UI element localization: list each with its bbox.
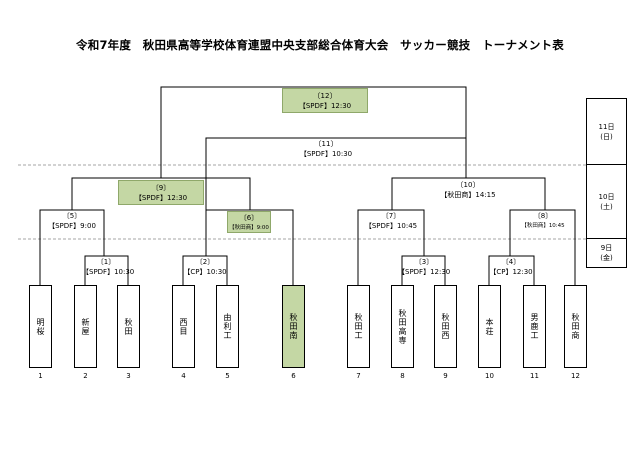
match-5-label: 〔5〕【SPDF】9:00: [48, 212, 96, 230]
day-box-10: 10日(土): [586, 165, 627, 239]
bracket-line-m10: [391, 177, 546, 210]
team-box: 西目: [172, 285, 195, 368]
bracket-line-m11: [205, 137, 466, 210]
team-box: 男鹿工: [523, 285, 546, 368]
team-number: 1: [38, 372, 43, 380]
day-box-9: 9日(金): [586, 239, 627, 268]
bracket-line-m6: [205, 209, 294, 285]
page-title: 令和7年度 秋田県高等学校体育連盟中央支部総合体育大会 サッカー競技 トーナメン…: [76, 38, 564, 52]
bracket-line-m4: [488, 255, 535, 285]
team-box: 秋田高専: [391, 285, 414, 368]
team-number: 2: [83, 372, 88, 380]
day-box-11: 11日(日): [586, 98, 627, 165]
team-box: 秋田工: [347, 285, 370, 368]
team-number: 9: [443, 372, 448, 380]
team-number: 5: [225, 372, 230, 380]
bracket-line-m12: [160, 86, 467, 178]
match-1-label: 〔1〕【SPDF】10:30: [82, 258, 135, 276]
match-7-label: 〔7〕【SPDF】10:45: [364, 212, 418, 230]
match-10-label: 〔10〕【秋田商】14:15: [440, 181, 496, 199]
team-number: 3: [126, 372, 131, 380]
team-number: 11: [530, 372, 539, 380]
team-box: 秋田西: [434, 285, 457, 368]
match-9-label: 〔9〕【SPDF】12:30: [118, 180, 204, 205]
bracket-line-m9: [71, 177, 251, 210]
team-number: 8: [400, 372, 405, 380]
match-3-label: 〔3〕【SPDF】12:30: [398, 258, 451, 276]
team-box-highlighted: 秋田南: [282, 285, 305, 368]
match-8-label: 〔8〕【秋田商】10:45: [521, 212, 565, 229]
team-box: 本荘: [478, 285, 501, 368]
match-2-label: 〔2〕【CP】10:30: [183, 258, 227, 276]
bracket-line-m7: [357, 209, 425, 285]
match-4-label: 〔4〕【CP】12:30: [489, 258, 533, 276]
bracket-line-m3: [401, 255, 446, 285]
bracket-line-m1: [84, 255, 129, 285]
team-box: 秋田: [117, 285, 140, 368]
team-box: 明桜: [29, 285, 52, 368]
team-number: 4: [181, 372, 186, 380]
match-12-label: 〔12〕【SPDF】12:30: [282, 88, 368, 113]
bracket-line-m8: [509, 209, 576, 285]
team-number: 7: [356, 372, 361, 380]
team-number: 6: [291, 372, 296, 380]
team-box: 秋田商: [564, 285, 587, 368]
team-number: 12: [571, 372, 580, 380]
team-number: 10: [485, 372, 494, 380]
match-11-label: 〔11〕【SPDF】10:30: [299, 140, 353, 158]
team-box: 新屋: [74, 285, 97, 368]
bracket-line-m5: [39, 209, 105, 285]
match-6-label: 〔6〕【秋田商】9:00: [227, 211, 271, 233]
team-box: 由利工: [216, 285, 239, 368]
bracket-line-m2: [182, 255, 228, 285]
